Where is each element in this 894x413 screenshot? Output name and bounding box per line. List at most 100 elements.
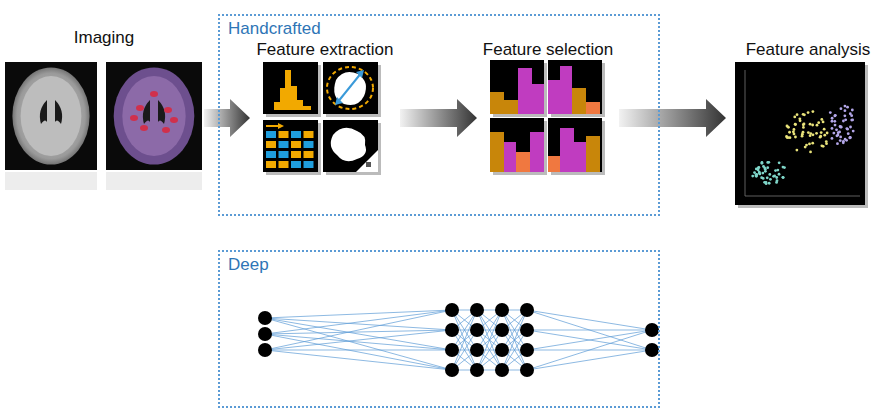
group-box: HandcraftedFeature extractionFeature sel… <box>218 14 660 216</box>
texture-cell <box>279 141 289 148</box>
data-point <box>785 135 788 138</box>
data-point <box>845 139 848 142</box>
reflection <box>5 172 97 190</box>
image-group: Imaging <box>4 28 204 178</box>
data-point <box>844 105 847 108</box>
data-point <box>795 149 798 152</box>
texture-cell <box>291 141 301 148</box>
data-point <box>833 115 836 118</box>
network-link <box>527 330 652 370</box>
texture-cell <box>279 161 289 168</box>
data-point <box>833 120 836 123</box>
reflection <box>106 172 202 190</box>
network-link <box>527 310 652 350</box>
data-point <box>811 124 814 127</box>
data-point <box>825 140 828 143</box>
network-link <box>265 350 452 351</box>
data-point <box>831 127 834 130</box>
data-point <box>802 123 805 126</box>
network-link <box>527 330 652 350</box>
data-point <box>772 175 775 178</box>
data-point <box>843 114 846 117</box>
bar <box>548 156 560 172</box>
data-point <box>786 124 789 127</box>
data-point <box>847 132 850 135</box>
data-point <box>809 123 812 126</box>
data-point <box>850 114 853 117</box>
block-arrow <box>619 99 726 137</box>
bar <box>560 128 574 172</box>
bar <box>490 92 504 114</box>
data-point <box>751 175 754 178</box>
data-point <box>788 131 791 134</box>
data-point <box>757 169 760 172</box>
data-point <box>842 140 845 143</box>
data-point <box>815 132 818 135</box>
data-point <box>808 142 811 145</box>
offset-arrow <box>266 125 280 127</box>
data-point <box>823 134 826 137</box>
data-point <box>766 166 769 169</box>
neuron <box>495 323 509 337</box>
brain <box>114 67 195 164</box>
tile <box>490 118 544 172</box>
tile <box>548 118 602 172</box>
group-box: Deep <box>218 250 660 408</box>
network-link <box>265 334 452 350</box>
lesion <box>162 127 170 133</box>
white-matter <box>21 76 82 156</box>
neuron <box>258 343 272 357</box>
data-point <box>834 124 837 127</box>
network-link <box>527 330 652 331</box>
ventricle <box>40 100 62 124</box>
data-point <box>812 133 815 136</box>
bar <box>574 142 586 172</box>
white-matter <box>122 76 185 156</box>
data-point <box>837 134 840 137</box>
arrow-head <box>278 123 284 129</box>
data-point <box>839 126 842 129</box>
texture-cell <box>304 131 314 138</box>
texture-cell <box>304 141 314 148</box>
texture-cell <box>304 151 314 158</box>
data-point <box>803 113 806 116</box>
data-point <box>836 134 839 137</box>
data-point <box>753 171 756 174</box>
texture-cell <box>266 161 276 168</box>
data-point <box>831 137 834 140</box>
data-point <box>781 176 784 179</box>
data-point <box>761 161 764 164</box>
network-link <box>527 330 652 350</box>
lesion <box>130 115 138 121</box>
texture-cell <box>266 141 276 148</box>
lesion <box>150 91 158 97</box>
neuron <box>258 311 272 325</box>
data-point <box>805 144 808 147</box>
data-point <box>822 121 825 124</box>
lesion <box>136 105 144 111</box>
mri-frame <box>5 62 97 170</box>
network-link <box>265 330 452 334</box>
neuron <box>495 363 509 377</box>
network-link <box>527 310 652 330</box>
group-title: Handcrafted <box>228 19 321 39</box>
neuron <box>470 363 484 377</box>
neuron <box>445 303 459 317</box>
data-point <box>782 166 785 169</box>
mri-image <box>5 62 97 190</box>
data-point <box>758 173 761 176</box>
data-point <box>755 174 758 177</box>
step-title: Feature selection <box>483 40 613 60</box>
data-point <box>769 178 772 181</box>
data-point <box>761 162 764 165</box>
network-link <box>452 310 477 370</box>
tile <box>548 60 602 114</box>
data-point <box>839 125 842 128</box>
network-link <box>265 334 452 370</box>
data-point <box>849 136 852 139</box>
bar <box>560 66 572 114</box>
corner-wedge <box>356 150 378 172</box>
